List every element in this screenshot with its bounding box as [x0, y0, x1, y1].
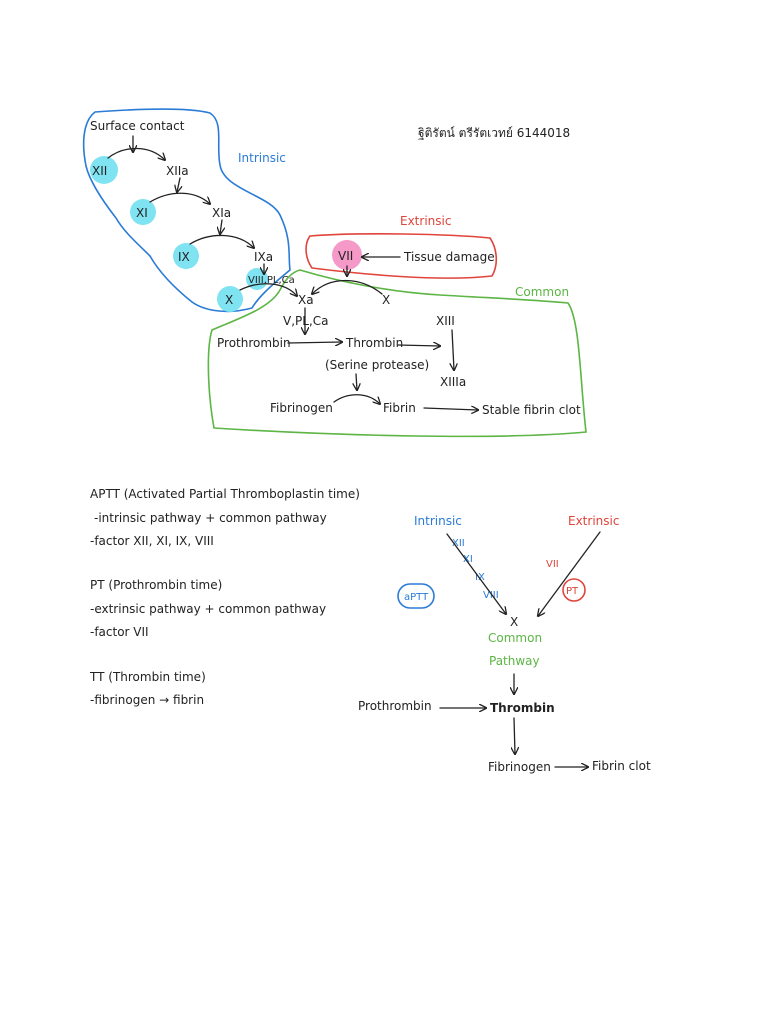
arrow-thrombin-xiii — [397, 345, 440, 346]
viii-pl-ca: VIII,PL,Ca — [248, 275, 295, 286]
aptt-line-1: -intrinsic pathway + common pathway — [94, 511, 327, 525]
ix-highlight — [173, 243, 199, 269]
factor-vii: VII — [338, 249, 353, 263]
intrinsic-label: Intrinsic — [238, 151, 286, 165]
fibrinogen-label: Fibrinogen — [270, 401, 333, 415]
summary-common-1: Common — [488, 631, 542, 645]
stable-clot-label: Stable fibrin clot — [482, 403, 581, 417]
summary-prothrombin: Prothrombin — [358, 699, 432, 713]
x-highlight — [217, 286, 243, 312]
v-pl-ca: V,PL,Ca — [283, 314, 329, 328]
factor-ixa: IXa — [254, 250, 273, 264]
summary-factor-vii: VII — [546, 559, 559, 570]
factor-xiii: XIII — [436, 314, 455, 328]
summary-common-2: Pathway — [489, 654, 540, 668]
arc-ix — [189, 234, 254, 248]
aptt-title: APTT (Activated Partial Thromboplastin t… — [90, 487, 360, 501]
summary-factor-x: X — [510, 615, 518, 629]
summary-factor-xi: XI — [463, 554, 473, 565]
arc-xi — [149, 192, 210, 204]
summary-factor-xii: XII — [452, 538, 465, 549]
arc-x-extrinsic — [312, 279, 383, 295]
arrow-prothrombin — [287, 342, 342, 343]
factor-ix: IX — [178, 250, 190, 264]
summary-arrow-intrinsic — [446, 533, 506, 614]
factor-xa: Xa — [298, 293, 314, 307]
prothrombin-label: Prothrombin — [217, 336, 291, 350]
aptt-line-2: -factor XII, XI, IX, VIII — [90, 534, 214, 548]
summary-arrow-extrinsic — [538, 531, 601, 616]
vii-highlight — [332, 240, 362, 270]
pt-line-1: -extrinsic pathway + common pathway — [90, 602, 326, 616]
arrow-xia — [220, 219, 222, 234]
common-label: Common — [515, 285, 569, 299]
summary-extrinsic: Extrinsic — [568, 514, 619, 528]
pt-badge-label: PT — [566, 586, 579, 597]
summary-thrombin: Thrombin — [490, 701, 555, 715]
arrow-fibrin — [423, 408, 478, 410]
summary-factor-ix: IX — [475, 572, 485, 583]
fibrin-label: Fibrin — [383, 401, 416, 415]
arrow-xiia — [177, 177, 180, 192]
arrow-serine — [356, 373, 357, 390]
pt-title: PT (Prothrombin time) — [90, 578, 222, 592]
aptt-badge — [397, 583, 435, 609]
factor-xiiia: XIIIa — [440, 375, 466, 389]
factor-x-intrinsic: X — [225, 293, 233, 307]
pt-badge — [562, 578, 586, 602]
factor-x-extrinsic: X — [382, 293, 390, 307]
arc-fibrinogen — [333, 394, 380, 404]
factor-xia: XIa — [212, 206, 231, 220]
intrinsic-outline — [82, 108, 291, 313]
factor-xiia: XIIa — [166, 164, 189, 178]
surface-contact-label: Surface contact — [90, 119, 185, 133]
serine-protease: (Serine protease) — [325, 358, 429, 372]
factor-xii: XII — [92, 164, 107, 178]
aptt-badge-label: aPTT — [404, 592, 429, 603]
pt-line-2: -factor VII — [90, 625, 149, 639]
summary-arrow-thrombin — [514, 717, 515, 754]
xi-highlight — [130, 199, 156, 225]
summary-intrinsic: Intrinsic — [414, 514, 462, 528]
arc-xii — [107, 147, 165, 160]
tt-title: TT (Thrombin time) — [89, 670, 206, 684]
common-outline — [207, 269, 587, 438]
xii-highlight — [90, 156, 118, 184]
tt-line-1: -fibrinogen → fibrin — [90, 693, 204, 707]
arrow-xiii — [452, 329, 454, 370]
summary-fibrin-clot: Fibrin clot — [592, 759, 651, 773]
tissue-damage: Tissue damage — [403, 250, 495, 264]
thrombin-label: Thrombin — [345, 336, 403, 350]
arc-x-intrinsic — [239, 283, 297, 296]
summary-factor-viii: VIII — [483, 590, 499, 601]
extrinsic-label: Extrinsic — [400, 214, 451, 228]
factor-xi: XI — [136, 206, 148, 220]
extrinsic-outline — [305, 233, 498, 279]
summary-fibrinogen: Fibrinogen — [488, 760, 551, 774]
author-name: ฐิติรัตน์ ตรีรัตเวทย์ 6144018 — [418, 126, 571, 140]
